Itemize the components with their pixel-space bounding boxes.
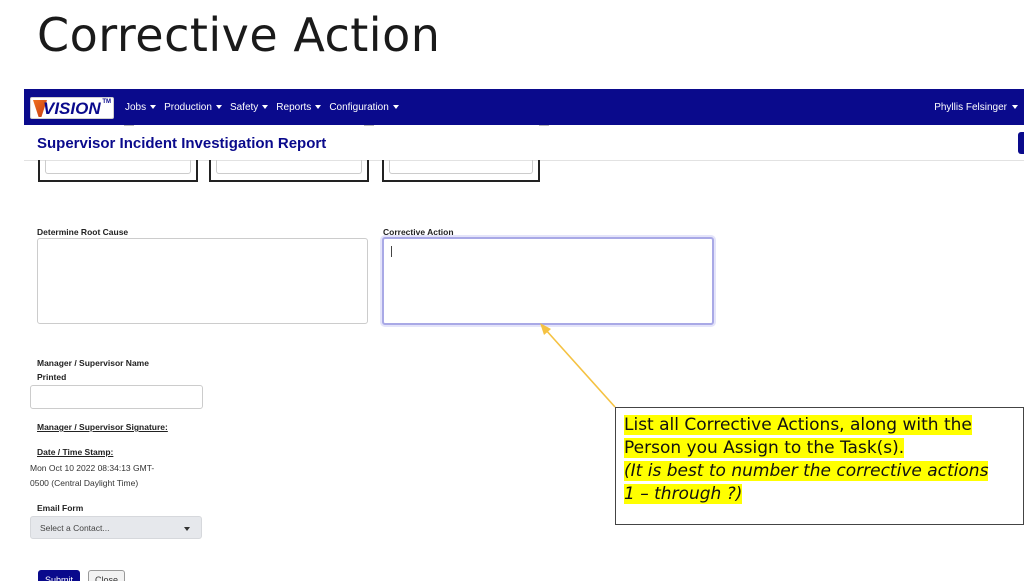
nav-item-label: Reports — [276, 101, 312, 113]
manager-signature-label: Manager / Supervisor Signature: — [37, 422, 168, 432]
manager-name-label-printed: Printed — [37, 372, 67, 382]
nav-item-reports[interactable]: Reports — [276, 101, 322, 113]
signature-input[interactable] — [45, 160, 191, 174]
text-cursor — [391, 246, 392, 257]
caret-down-icon — [1012, 105, 1018, 109]
close-button[interactable]: Close — [88, 570, 126, 581]
nav-item-label: Production — [164, 101, 212, 113]
submit-button[interactable]: Submit — [38, 570, 81, 581]
logo-text: VISION — [43, 99, 101, 118]
root-cause-label: Determine Root Cause — [37, 227, 129, 237]
callout-line-3: (It is best to number the corrective act… — [624, 461, 989, 481]
caret-down-icon — [262, 105, 269, 109]
timestamp-label: Date / Time Stamp: — [37, 447, 114, 457]
nav-item-jobs[interactable]: Jobs — [125, 101, 157, 113]
signature-box — [209, 160, 369, 182]
callout-line-4: 1 – through ?) — [624, 484, 743, 504]
contact-select-value: Select a Contact... — [40, 523, 110, 533]
caret-down-icon — [215, 105, 222, 109]
nav-item-production[interactable]: Production — [164, 102, 222, 113]
nav-item-label: Configuration — [329, 101, 389, 113]
corrective-action-label: Corrective Action — [383, 227, 454, 237]
vision-logo[interactable]: VISION TM — [30, 97, 114, 119]
nav-item-configuration[interactable]: Configuration — [329, 101, 399, 113]
nav-item-label: Jobs — [125, 101, 147, 113]
signature-input[interactable] — [389, 160, 533, 174]
corrective-action-textarea[interactable] — [382, 237, 714, 325]
nav-menu: Jobs Production Safety Reports Configura… — [125, 89, 399, 125]
slide-title: Corrective Action — [37, 8, 441, 62]
root-cause-textarea[interactable] — [37, 238, 368, 324]
logo-trademark: TM — [102, 99, 111, 105]
nav-item-safety[interactable]: Safety — [229, 101, 269, 113]
callout-line-1: List all Corrective Actions, along with … — [624, 415, 972, 435]
divider — [124, 125, 134, 126]
caret-down-icon — [392, 105, 399, 109]
dropdown-arrow-icon — [184, 527, 190, 531]
callout-line-2: Person you Assign to the Task(s). — [624, 438, 905, 458]
nav-item-label: Safety — [229, 101, 259, 113]
timestamp-line-1: Mon Oct 10 2022 08:34:13 GMT- — [30, 463, 155, 473]
navbar: VISION TM Jobs Production Safety Reports… — [24, 89, 1024, 125]
manager-name-input[interactable] — [30, 385, 203, 409]
manager-name-label: Manager / Supervisor Name — [37, 358, 149, 368]
divider — [539, 125, 549, 126]
timestamp-line-2: 0500 (Central Daylight Time) — [30, 478, 139, 488]
header-action-button[interactable] — [1018, 132, 1024, 154]
user-name: Phyllis Felsinger — [934, 101, 1007, 113]
divider — [364, 125, 374, 126]
callout-box: List all Corrective Actions, along with … — [615, 407, 1024, 525]
timestamp-value: Mon Oct 10 2022 08:34:13 GMT- 0500 (Cent… — [30, 461, 210, 491]
caret-down-icon — [150, 105, 157, 109]
report-header: Supervisor Incident Investigation Report — [24, 125, 1024, 161]
signature-box — [38, 160, 198, 182]
signature-input[interactable] — [216, 160, 362, 174]
contact-select[interactable]: Select a Contact... — [30, 516, 202, 539]
email-form-label: Email Form — [37, 503, 84, 513]
user-menu[interactable]: Phyllis Felsinger — [934, 89, 1018, 125]
signature-box — [382, 160, 540, 182]
report-title: Supervisor Incident Investigation Report — [37, 135, 327, 152]
caret-down-icon — [315, 105, 322, 109]
